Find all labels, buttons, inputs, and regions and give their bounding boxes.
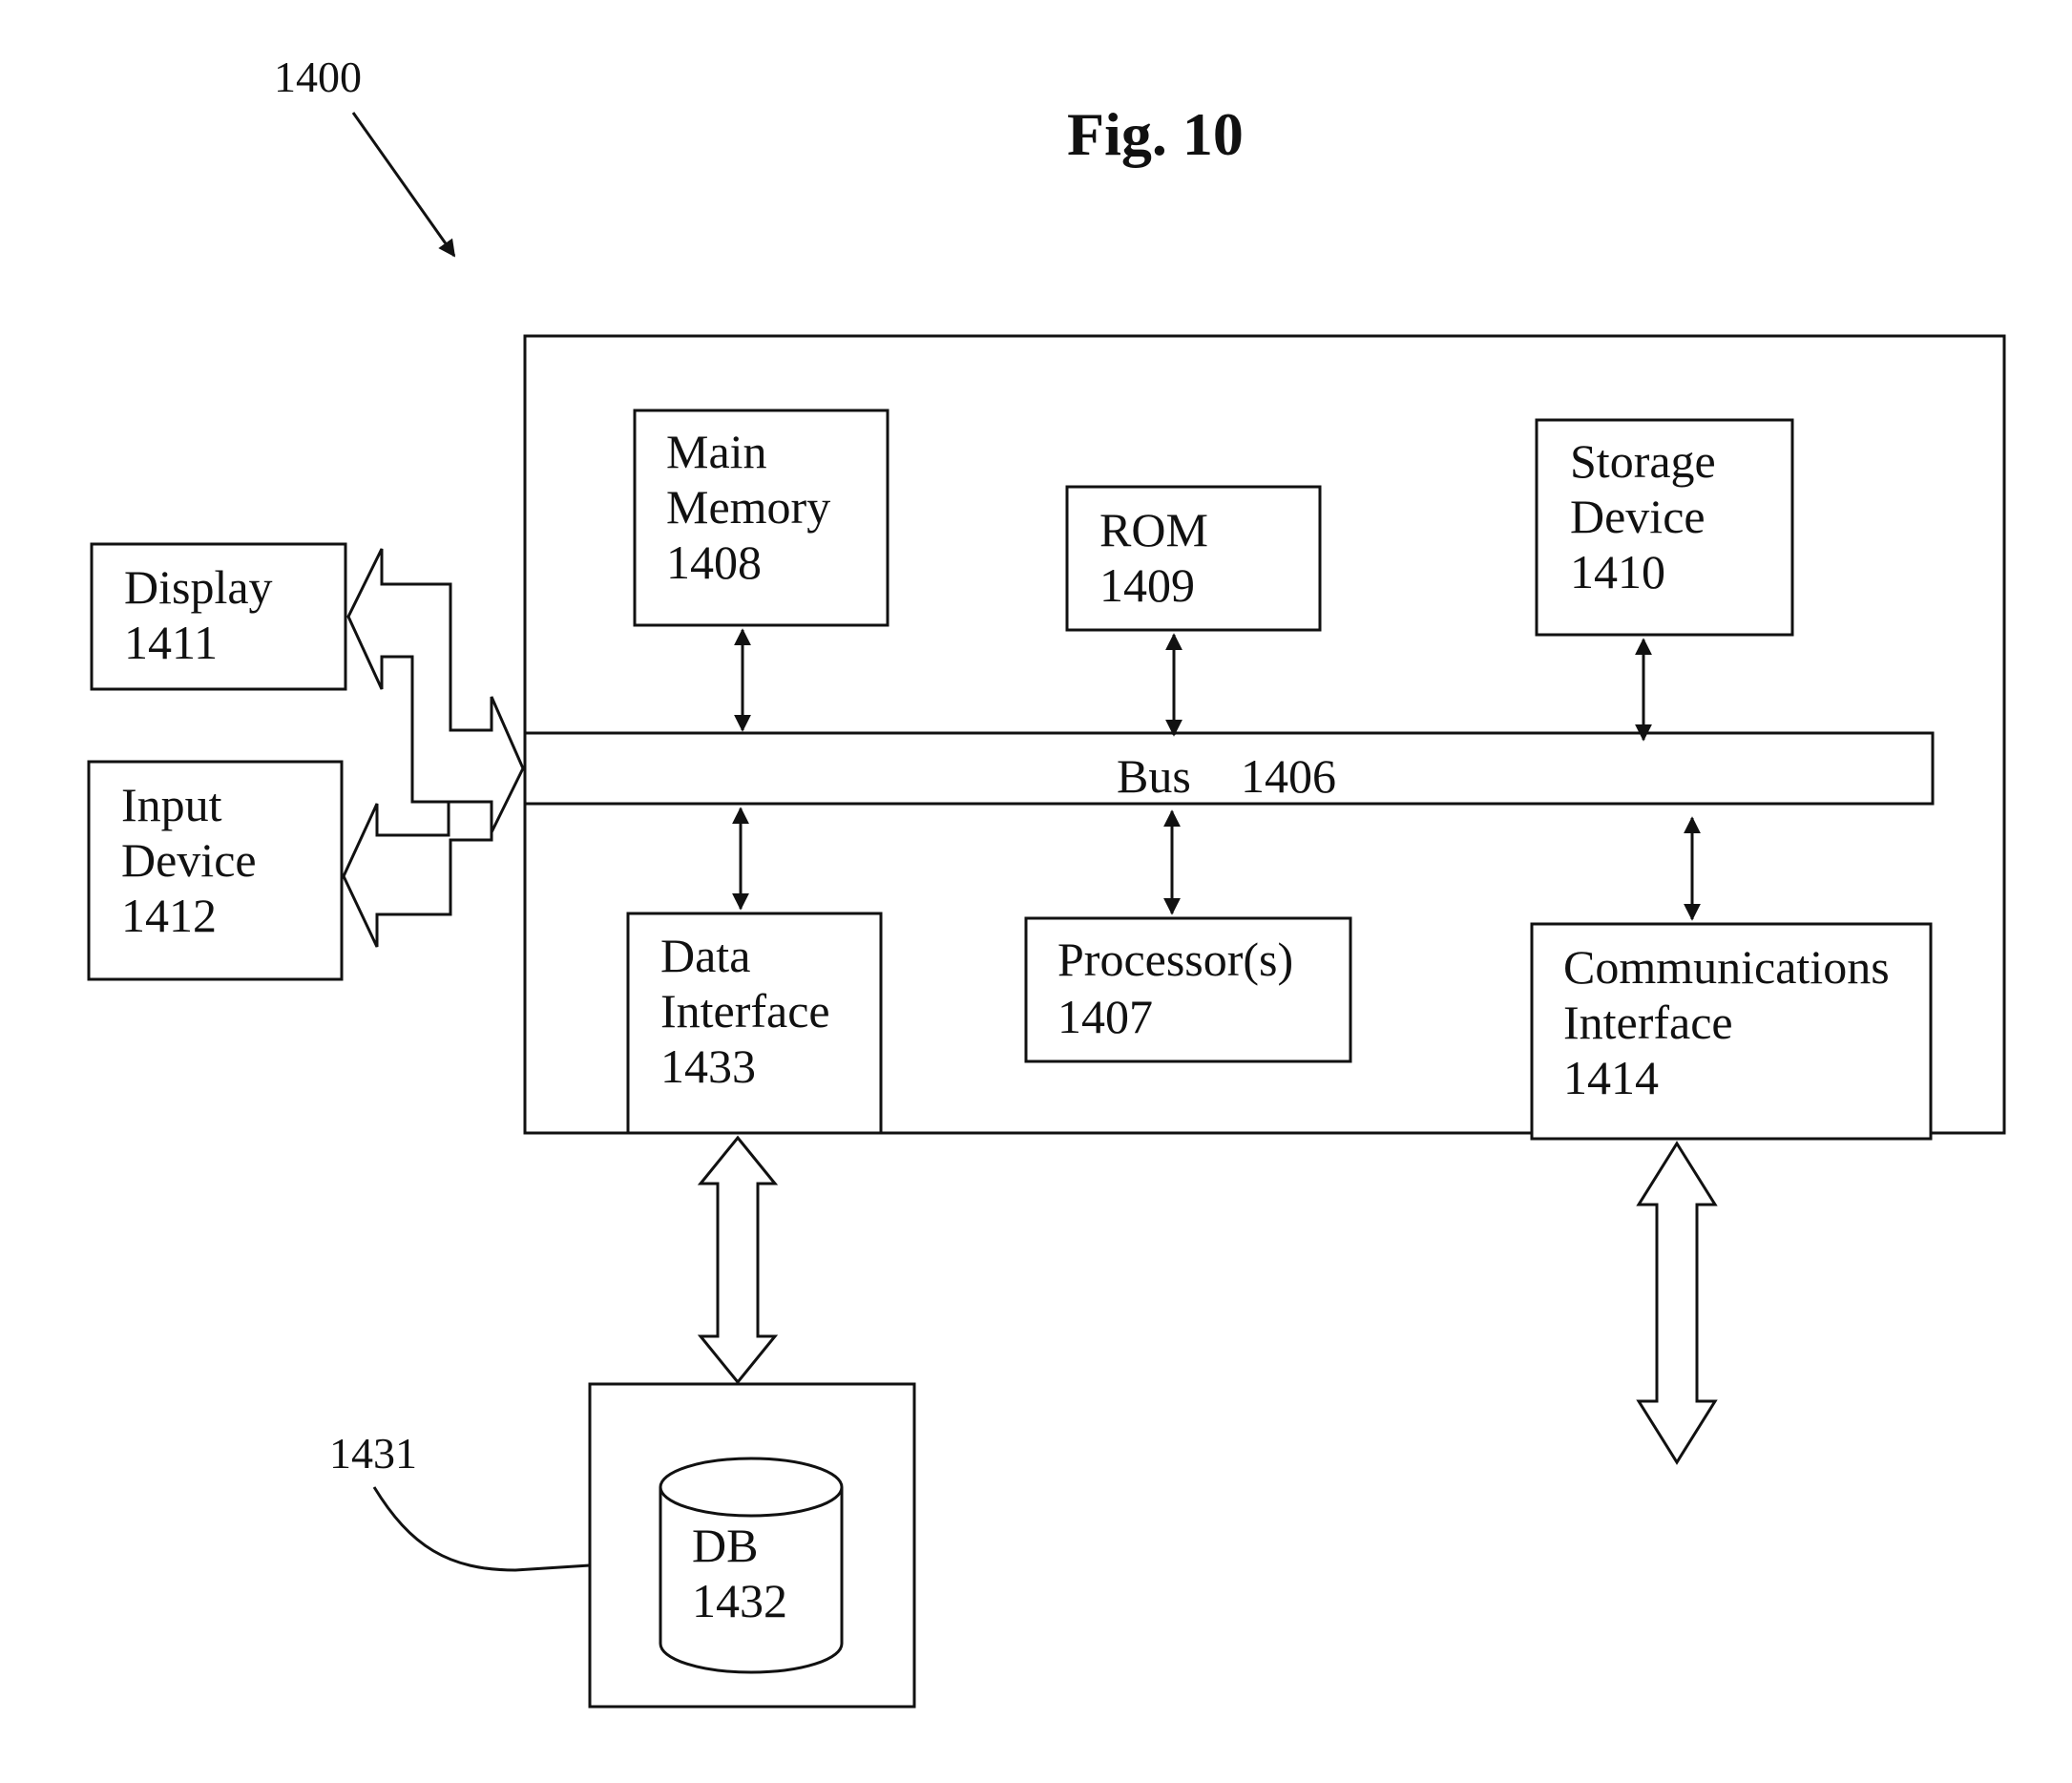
main-memory-ref: 1408 <box>666 535 762 589</box>
bus-label: Bus <box>1117 749 1191 803</box>
db-box-reference-leader <box>374 1487 590 1570</box>
input-device-label-2: Device <box>121 833 257 887</box>
rom-label: ROM <box>1099 503 1208 556</box>
input-to-bus-fat-arrow <box>344 802 492 947</box>
communications-external-fat-arrow <box>1639 1143 1715 1462</box>
rom-ref: 1409 <box>1099 558 1195 612</box>
db-box-reference-label: 1431 <box>329 1429 417 1478</box>
bus <box>525 733 1933 804</box>
figure-title: Fig. 10 <box>1067 100 1244 168</box>
bus-to-display-fat-arrow <box>348 549 523 832</box>
storage-device-ref: 1410 <box>1570 545 1665 598</box>
communications-interface-label-1: Communications <box>1563 940 1890 994</box>
system-reference-label: 1400 <box>274 52 362 101</box>
db-ref: 1432 <box>692 1574 787 1627</box>
storage-device-label-2: Device <box>1570 490 1706 543</box>
processor-label: Processor(s) <box>1057 933 1293 986</box>
system-reference-arrow <box>353 113 454 256</box>
db-label: DB <box>692 1519 758 1572</box>
communications-interface-label-2: Interface <box>1563 996 1733 1049</box>
main-memory-label-1: Main <box>666 425 767 478</box>
storage-device-label-1: Storage <box>1570 434 1716 488</box>
main-memory-label-2: Memory <box>666 480 830 534</box>
data-interface-label-1: Data <box>660 929 750 982</box>
bus-ref: 1406 <box>1241 749 1336 803</box>
display-label: Display <box>124 560 273 614</box>
db-cylinder-top <box>660 1458 842 1516</box>
data-interface-db-fat-arrow <box>701 1138 775 1382</box>
data-interface-label-2: Interface <box>660 984 830 1038</box>
input-device-label-1: Input <box>121 778 222 831</box>
communications-interface-ref: 1414 <box>1563 1051 1659 1104</box>
data-interface-ref: 1433 <box>660 1039 756 1093</box>
input-device-ref: 1412 <box>121 889 217 942</box>
display-ref: 1411 <box>124 616 218 669</box>
processor-ref: 1407 <box>1057 990 1153 1043</box>
